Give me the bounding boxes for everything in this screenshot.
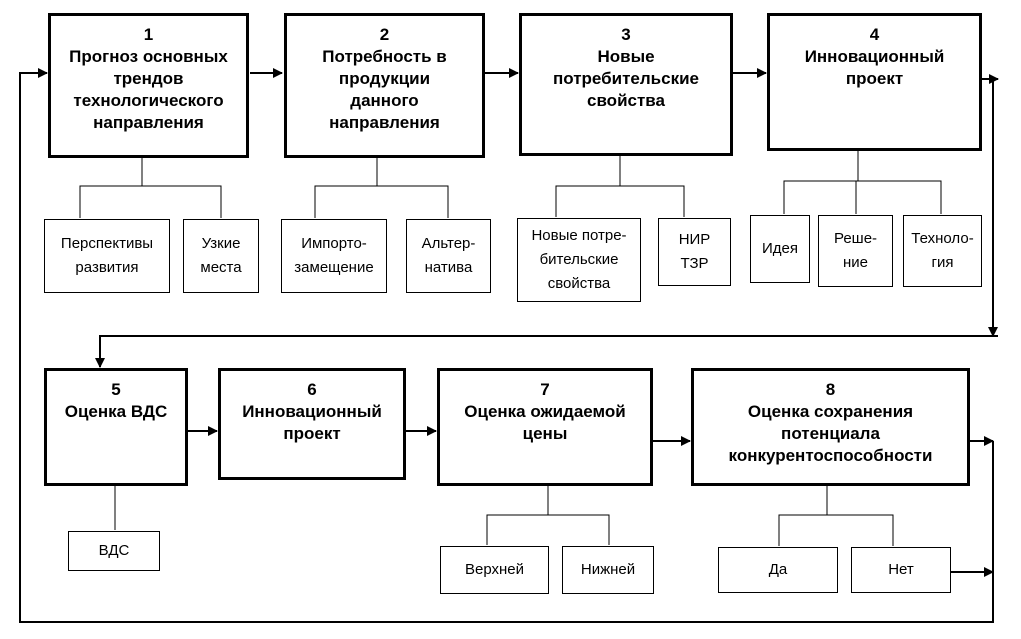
block-6-innovation-project: 6 Инновационный проект [218,368,406,480]
block-5-vds-assessment: 5 Оценка ВДС [44,368,188,486]
block-2-number: 2 [379,25,390,44]
sub-lower: Нижней [562,546,654,594]
sub-vds: ВДС [68,531,160,571]
block-6-number: 6 [307,380,317,399]
block-5-number: 5 [111,380,121,399]
sub-prospects: Перспективы развития [44,219,170,293]
block-5-label: Оценка ВДС [64,402,168,421]
sub-solution: Реше- ние [818,215,893,287]
block-7-label: Оценка ожидаемой цены [464,402,626,443]
block-8-number: 8 [825,380,836,399]
block-1-number: 1 [143,25,154,44]
block-1-trend-forecast: 1 Прогноз основных трендов технологическ… [48,13,249,158]
sub-bottlenecks: Узкие места [183,219,259,293]
block-4-innovation-project: 4 Инновационный проект [767,13,982,151]
feedback-loop-arrow [19,68,994,623]
block-8-label: Оценка сохранения потенциала конкурентос… [728,402,933,465]
block-1-label: Прогноз основных трендов технологическог… [69,47,228,132]
block-3-label: Новые потребительские свойства [552,47,700,110]
sub-new-properties: Новые потре- бительские свойства [517,218,641,302]
block-4-number: 4 [869,25,880,44]
sub-yes: Да [718,547,838,593]
block-8-competitiveness: 8 Оценка сохранения потенциала конкурент… [691,368,970,486]
sub-alternative: Альтер- натива [406,219,491,293]
sub-upper: Верхней [440,546,549,594]
sub-import-substitution: Импорто- замещение [281,219,387,293]
sub-nir-tzr: НИР ТЗР [658,218,731,286]
block-7-price-assessment: 7 Оценка ожидаемой цены [437,368,653,486]
block-3-new-properties: 3 Новые потребительские свойства [519,13,733,156]
block-6-label: Инновационный проект [242,402,382,443]
block-2-label: Потребность в продукции данного направле… [322,47,447,132]
block-4-label: Инновационный проект [804,47,945,88]
sub-technology: Техноло- гия [903,215,982,287]
block-7-number: 7 [540,380,550,399]
sub-no: Нет [851,547,951,593]
sub-idea: Идея [750,215,810,283]
block-2-demand: 2 Потребность в продукции данного направ… [284,13,485,158]
block-3-number: 3 [621,25,631,44]
arrow-to-5 [95,335,998,368]
